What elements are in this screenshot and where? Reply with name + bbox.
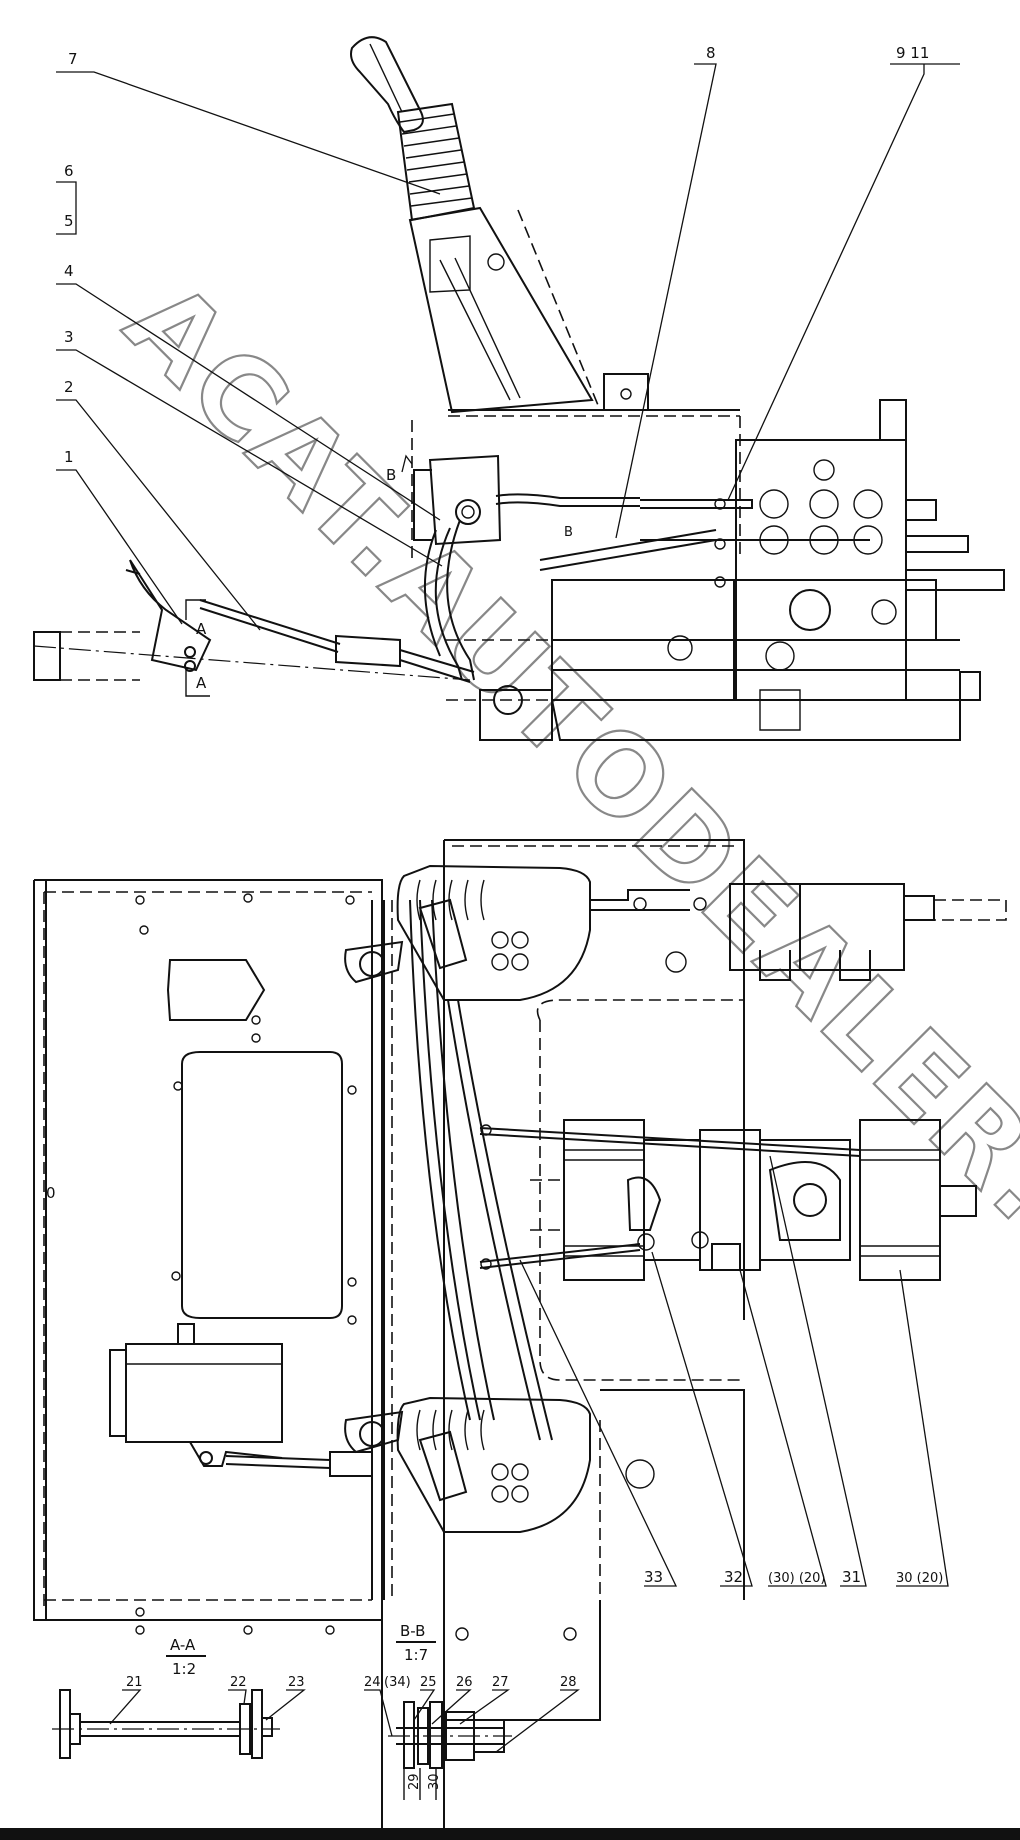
callout-7: 7 [68,50,78,68]
section-a-top-label: A [196,620,207,638]
section-b-b-scale: 1:7 [404,1646,428,1664]
callout-8: 8 [706,44,716,62]
plan-view: 0 [33,839,1007,1840]
plate-cutouts [166,959,343,1319]
section-a-a-scale: 1:2 [172,1660,196,1678]
section-a-bottom-label: A [196,674,207,692]
joystick-plan-lower [344,1396,655,1641]
bottom-border [0,1828,1020,1840]
callout-30-20-right: 30 (20) [896,1571,943,1586]
callout-25: 25 [420,1675,437,1690]
callout-28: 28 [560,1675,577,1690]
callout-5: 5 [64,212,74,230]
section-b-b-title: B-B [400,1622,425,1640]
section-b2-label: B [564,525,573,540]
callout-4: 4 [64,262,74,280]
control-valve-frame [411,373,741,560]
callout-24: 24 [364,1675,381,1690]
vertical-label-2: 30 [427,1773,442,1790]
callout-23: 23 [288,1675,305,1690]
rubber-boot [396,102,476,222]
plan-zero-label: 0 [46,1184,56,1202]
watermark: ACAT.AUTODEALER.RU [101,257,1020,1378]
callout-26: 26 [456,1675,473,1690]
joystick-plan-upper [344,864,707,1001]
callout-33: 33 [644,1568,663,1586]
hydraulic-pipes-side [424,493,870,681]
vertical-label-1: 29 [407,1773,422,1790]
callout-22: 22 [230,1675,247,1690]
callout-30-20: (30) (20) [768,1571,826,1586]
callout-1: 1 [64,448,74,466]
section-b-b: B-B 1:7 29 30 24 (34) 25 26 27 28 [364,1622,580,1800]
mounting-rails [371,839,745,1840]
control-cables-plan [409,899,861,1441]
section-b-label: B [386,466,396,484]
lever-assembly-left [33,559,475,697]
left-actuator-box [109,1323,373,1477]
section-a-a-title: A-A [170,1636,196,1654]
callout-31: 31 [842,1568,861,1586]
callout-27: 27 [492,1675,509,1690]
multi-way-valve [446,399,1005,741]
section-a-a: A-A 1:2 21 22 23 [52,1636,306,1759]
callout-21: 21 [126,1675,143,1690]
side-view-callouts: 7 8 9 11 6 5 4 3 2 1 [56,44,960,631]
section-markers-side: A A B B [196,454,573,692]
valve-plan-upper [665,883,1007,981]
callout-2: 2 [64,378,74,396]
plan-view-callouts: 33 32 (30) (20) 31 30 (20) [519,1155,949,1587]
valve-bank-middle [530,1119,977,1281]
svg-text:ACAT.AUTODEALER.RU: ACAT.AUTODEALER.RU [102,258,1020,1376]
callout-9-11: 9 11 [896,44,929,62]
callout-6: 6 [64,162,74,180]
callout-34: (34) [384,1675,411,1690]
platform-plate: 0 [33,879,383,1840]
side-view: A A B B 7 8 9 11 6 5 4 3 2 1 [33,36,1005,741]
joystick-handle-top [350,36,601,414]
callout-32: 32 [724,1568,743,1586]
callout-3: 3 [64,328,74,346]
